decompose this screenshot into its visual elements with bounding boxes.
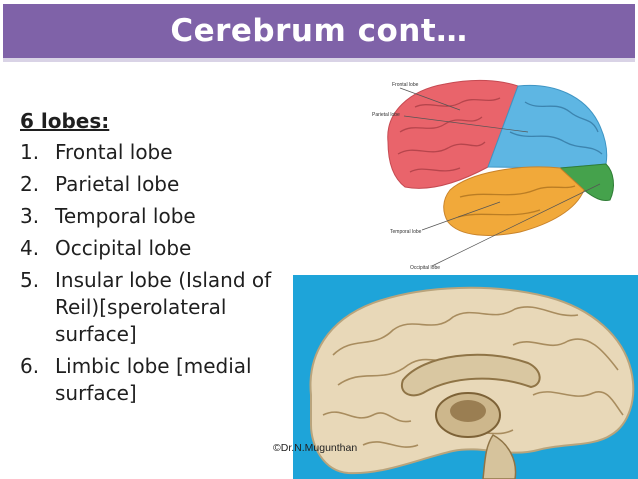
lobe-list-block: 6 lobes: 1. Frontal lobe 2. Parietal lobe … xyxy=(20,106,290,412)
item-number: 1. xyxy=(20,139,40,164)
list-item: 1. Frontal lobe xyxy=(20,139,290,166)
occipital-lobe-label: Occipital lobe xyxy=(410,265,440,271)
lobe-diagram: Frontal lobe Parietal lobe Temporal lobe… xyxy=(372,79,614,271)
frontal-gyri xyxy=(397,97,501,173)
item-text: Parietal lobe xyxy=(55,171,180,196)
occipital-lobe-region xyxy=(558,163,614,201)
medial-brain-photo xyxy=(293,275,638,479)
list-item: 5. Insular lobe (Island of Reil)[sperolat… xyxy=(20,267,290,348)
item-text: Limbic lobe [medial surface] xyxy=(55,353,252,405)
item-text: Temporal lobe xyxy=(55,203,196,228)
item-number: 6. xyxy=(20,353,40,378)
title-bar: Cerebrum cont… xyxy=(3,4,635,62)
list-item: 6. Limbic lobe [medial surface] xyxy=(20,353,290,407)
leader-lines xyxy=(399,87,601,267)
item-number: 2. xyxy=(20,171,40,196)
ventricle-shadow xyxy=(450,400,486,422)
parietal-gyri xyxy=(509,101,603,155)
parietal-lobe-region xyxy=(487,84,608,169)
lobe-list: 1. Frontal lobe 2. Parietal lobe 3. Tempora… xyxy=(20,139,290,407)
item-text: Occipital lobe xyxy=(55,235,192,260)
list-heading: 6 lobes: xyxy=(20,109,110,133)
frontal-lobe-label: Frontal lobe xyxy=(392,82,419,88)
item-text: Frontal lobe xyxy=(55,139,173,164)
parietal-lobe-label: Parietal lobe xyxy=(372,112,400,118)
slide-title: Cerebrum cont… xyxy=(170,13,468,49)
item-number: 3. xyxy=(20,203,40,228)
temporal-lobe-label: Temporal lobe xyxy=(390,229,422,235)
list-item: 3. Temporal lobe xyxy=(20,203,290,230)
brain-hemisphere xyxy=(309,286,635,475)
item-number: 4. xyxy=(20,235,40,260)
temporal-gyri xyxy=(457,185,576,218)
brainstem xyxy=(482,434,517,479)
item-text: Insular lobe (Island of Reil)[sperolater… xyxy=(55,267,272,346)
temporal-lobe-region xyxy=(443,166,585,236)
copyright-credit: ©Dr.N.Mugunthan xyxy=(273,442,358,454)
list-item: 4. Occipital lobe xyxy=(20,235,290,262)
list-item: 2. Parietal lobe xyxy=(20,171,290,198)
corpus-callosum xyxy=(400,353,541,397)
item-number: 5. xyxy=(20,267,40,292)
